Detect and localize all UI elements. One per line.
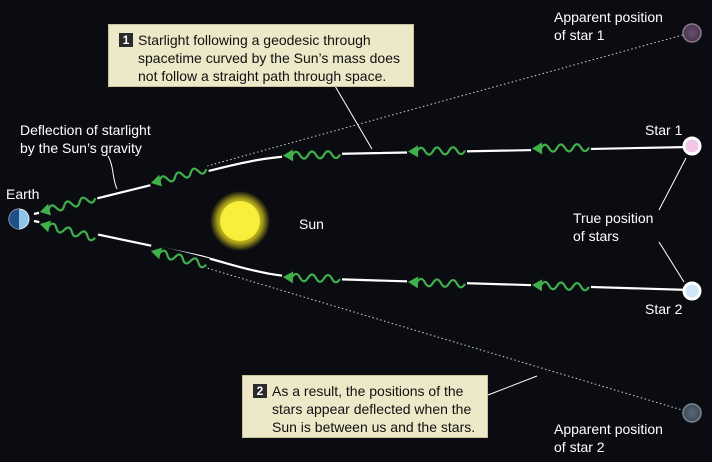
- photon-wave-icon: [37, 216, 99, 246]
- earth-icon: [8, 208, 30, 230]
- apparent-star1-marker: [682, 23, 702, 43]
- apparent-star1-label: Apparent position of star 1: [554, 9, 663, 43]
- photon-wave-icon: [530, 277, 592, 295]
- star1-label: Star 1: [645, 122, 683, 138]
- sun-label: Sun: [299, 216, 324, 232]
- earth-label: Earth: [6, 186, 40, 202]
- true-position-leader-star2: [658, 241, 685, 283]
- photon-wave-icon: [37, 190, 99, 220]
- true-position-label: True position of stars: [573, 210, 654, 244]
- apparent-line-star2: [199, 265, 693, 414]
- star2-label: Star 2: [645, 301, 683, 317]
- photon-wave-icon: [406, 143, 468, 159]
- callout-2-line-2: stars appear deflected when the: [272, 401, 472, 417]
- light-path-star1: [33, 145, 691, 216]
- photon-wave-icon: [148, 243, 210, 273]
- callout-1-line-1: Starlight following a geodesic through: [138, 32, 371, 48]
- star2-marker: [682, 281, 702, 301]
- photon-wave-icon: [281, 269, 343, 287]
- callout-2-line-3: Sun is between us and the stars.: [272, 419, 476, 435]
- apparent-line-star1: [206, 32, 691, 167]
- photon-wave-icon: [530, 140, 592, 156]
- photon-wave-icon: [148, 161, 210, 191]
- callout-2: 2 As a result, the positions of the stars…: [242, 375, 488, 438]
- callout2-leader: [487, 375, 538, 396]
- callout-1-number: 1: [119, 33, 133, 47]
- apparent-star2-label: Apparent position of star 2: [554, 421, 663, 455]
- true-position-leader-star1: [658, 157, 687, 211]
- star1-marker: [682, 136, 702, 156]
- deflection-leader: [107, 155, 118, 190]
- callout-1-line-2: spacetime curved by the Sun’s mass does: [138, 50, 400, 66]
- photon-wave-icon: [281, 147, 343, 163]
- callout1-leader: [334, 85, 373, 150]
- callout-2-number: 2: [253, 384, 267, 398]
- deflection-label: Deflection of starlight by the Sun’s gra…: [20, 122, 151, 156]
- callout-1-line-3: not follow a straight path through space…: [138, 68, 387, 84]
- sun-icon: [220, 201, 260, 241]
- photon-wave-icon: [406, 274, 468, 292]
- apparent-star2-marker: [682, 403, 702, 423]
- callout-2-line-1: As a result, the positions of the: [272, 383, 464, 399]
